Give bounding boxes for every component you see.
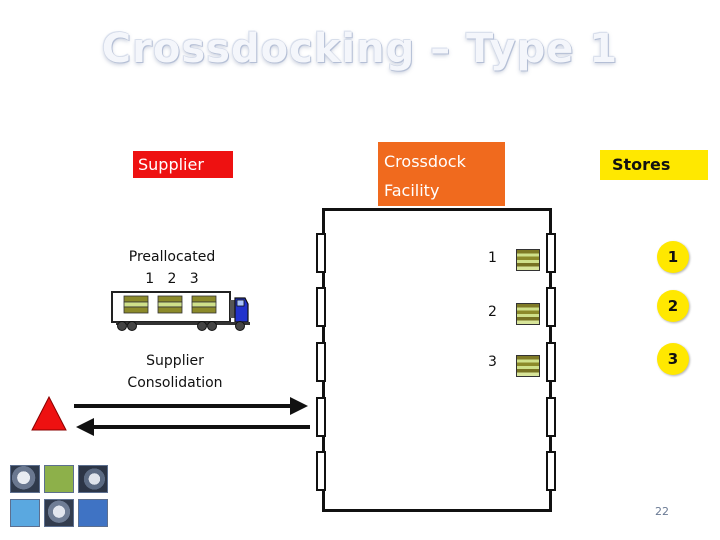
tile-blue-icon — [78, 499, 108, 527]
red-triangle-icon — [31, 395, 67, 431]
inbound-door — [316, 233, 326, 273]
arrow-right-icon — [74, 397, 308, 415]
stores-label-text: Stores — [612, 155, 671, 174]
dock-number-1: 1 — [488, 250, 497, 266]
inbound-door — [316, 397, 326, 437]
truck-pallet-2-icon — [157, 295, 183, 314]
truck-pallet-3-icon — [191, 295, 217, 314]
tile-photo-icon — [78, 465, 108, 493]
decorative-tiles — [10, 465, 110, 529]
store-circle-2: 2 — [657, 290, 689, 322]
inbound-door — [316, 287, 326, 327]
page-number: 22 — [655, 505, 669, 518]
truck-icon — [111, 291, 250, 331]
dock-number-2: 2 — [488, 304, 497, 320]
outbound-door — [546, 287, 556, 327]
crossdock-facility-label: Crossdock Facility — [378, 142, 505, 206]
arrow-left-icon — [76, 418, 310, 436]
preallocated-line2: 1 2 3 — [145, 271, 199, 287]
pallet-icon — [516, 249, 540, 271]
stores-label: Stores — [600, 150, 708, 180]
tile-blue-icon — [10, 499, 40, 527]
dock-number-3: 3 — [488, 354, 497, 370]
inbound-door — [316, 342, 326, 382]
slide-title: Crossdocking – Type 1 — [101, 26, 619, 72]
truck-pallet-1-icon — [123, 295, 149, 314]
pallet-icon — [516, 355, 540, 377]
tile-photo-icon — [44, 499, 74, 527]
store-circle-3: 3 — [657, 343, 689, 375]
consolidation-line1: Supplier — [146, 353, 204, 369]
tile-photo-icon — [10, 465, 40, 493]
preallocated-caption: Preallocated 1 2 3 — [112, 246, 232, 290]
preallocated-line1: Preallocated — [128, 249, 216, 265]
pallet-icon — [516, 303, 540, 325]
supplier-label-text: Supplier — [138, 155, 204, 174]
flow-arrows — [74, 397, 310, 436]
store-circle-1: 1 — [657, 241, 689, 273]
crossdock-label-line1: Crossdock — [384, 152, 466, 171]
crossdock-label-line2: Facility — [384, 181, 440, 200]
consolidation-line2: Consolidation — [127, 375, 223, 391]
supplier-consolidation-caption: Supplier Consolidation — [110, 350, 240, 394]
outbound-door — [546, 397, 556, 437]
supplier-label: Supplier — [133, 151, 233, 178]
outbound-door — [546, 451, 556, 491]
outbound-door — [546, 342, 556, 382]
tile-green-icon — [44, 465, 74, 493]
outbound-door — [546, 233, 556, 273]
inbound-door — [316, 451, 326, 491]
